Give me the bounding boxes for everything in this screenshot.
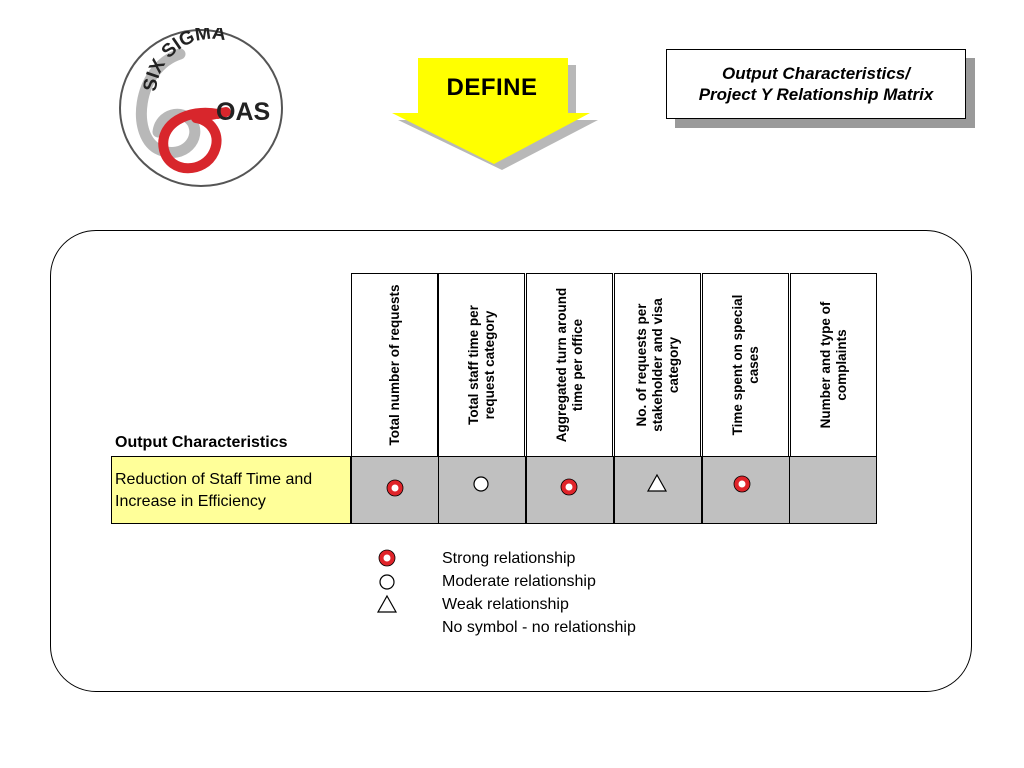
column-header-5: Time spent on special cases [702,273,789,456]
row-label: Reduction of Staff Time and Increase in … [111,456,351,524]
strong-relationship-icon [560,478,578,496]
weak-relationship-icon [646,473,668,492]
matrix-cell-6 [789,456,877,524]
column-label: No. of requests per stakeholder and visa… [633,298,681,432]
column-label: Total number of requests [386,284,402,446]
column-label: Number and type of complaints [817,301,849,429]
matrix-cell-1 [351,456,439,524]
column-label: Time spent on special cases [729,294,761,436]
legend-moderate-icon [379,574,395,590]
legend-strong-text: Strong relationship [442,550,576,567]
column-header-2: Total staff time per request category [438,273,525,456]
strong-relationship-icon [386,479,404,497]
title-box: Output Characteristics/ Project Y Relati… [666,49,966,119]
column-header-3: Aggregated turn around time per office [526,273,613,456]
matrix-cell-2 [438,456,526,524]
matrix-cell-3 [526,456,614,524]
strong-relationship-icon [733,475,751,493]
matrix-cell-4 [614,456,702,524]
legend-weak-icon [376,594,398,613]
column-header-6: Number and type of complaints [790,273,877,456]
column-header-1: Total number of requests [351,273,438,456]
legend-weak-text: Weak relationship [442,596,569,613]
legend-strong-icon [378,549,396,567]
title-line-1: Output Characteristics/ [722,64,910,83]
legend-moderate-text: Moderate relationship [442,573,596,590]
matrix-cell-5 [702,456,790,524]
output-characteristics-header: Output Characteristics [115,434,288,451]
legend-none-text: No symbol - no relationship [442,619,636,636]
six-sigma-oas-logo: SIX SIGMA OAS [119,28,283,187]
column-header-4: No. of requests per stakeholder and visa… [614,273,701,456]
moderate-relationship-icon [473,476,489,492]
define-arrow [392,58,598,170]
define-label: DEFINE [446,74,538,101]
title-line-2: Project Y Relationship Matrix [698,85,934,104]
logo-org-text: OAS [216,98,270,126]
column-label: Total staff time per request category [465,305,497,425]
column-label: Aggregated turn around time per office [553,287,585,443]
